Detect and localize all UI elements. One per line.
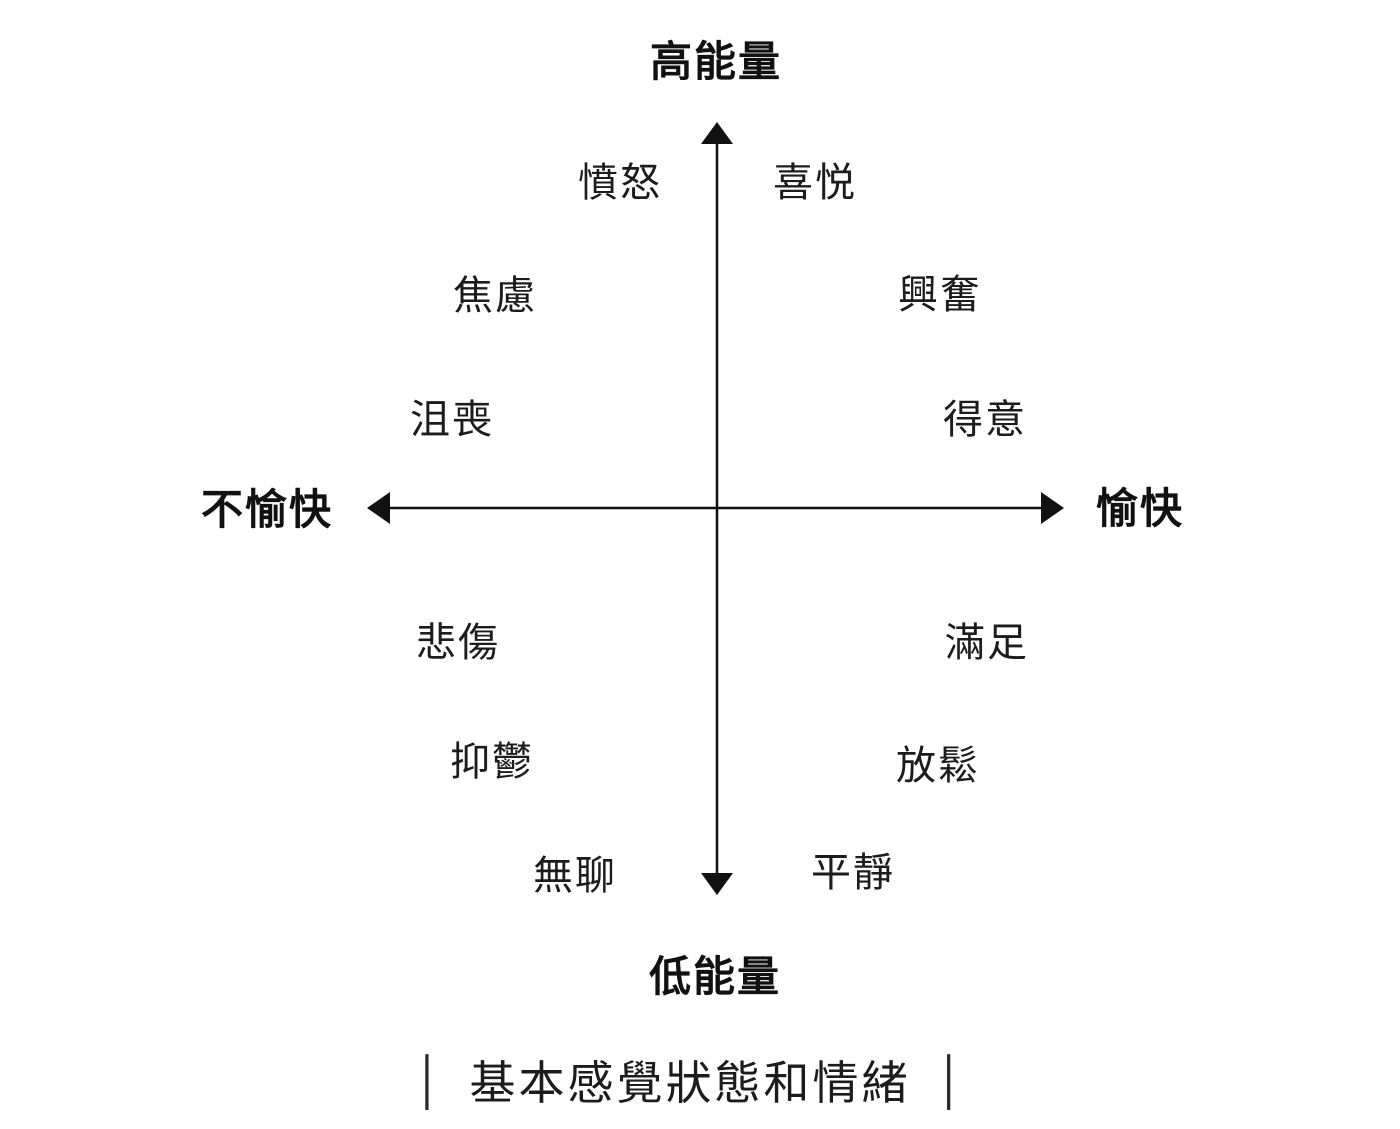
axis-label-pleasant: 愉快 (1095, 485, 1185, 532)
emotion-relaxation: 放鬆 (896, 744, 980, 788)
emotion-sadness: 悲傷 (416, 621, 500, 665)
emotion-depression: 抑鬱 (450, 740, 534, 784)
emotion-calm: 平靜 (811, 851, 895, 895)
axis-label-low-energy: 低能量 (648, 953, 782, 1000)
emotion-pride: 得意 (943, 398, 1027, 442)
arrowhead-right-icon (1041, 492, 1064, 524)
caption-delimiter-right: │ (936, 1054, 966, 1106)
emotion-frustration: 沮喪 (410, 398, 494, 442)
figure-caption: │ 基本感覺狀態和情緒 │ (415, 1047, 966, 1113)
emotion-contentment: 滿足 (945, 621, 1029, 665)
caption-text: 基本感覺狀態和情緒 (469, 1057, 911, 1109)
axis-label-unpleasant: 不愉快 (200, 486, 334, 533)
axis-label-high-energy: 高能量 (649, 38, 783, 85)
arrowhead-down-icon (701, 873, 733, 895)
emotion-joy: 喜悦 (773, 161, 857, 205)
emotion-anxiety: 焦慮 (453, 274, 537, 318)
emotion-anger: 憤怒 (578, 161, 662, 205)
arrowhead-up-icon (701, 122, 733, 144)
emotion-boredom: 無聊 (533, 854, 617, 898)
arrowhead-left-icon (367, 492, 390, 524)
emotion-excitement: 興奮 (898, 273, 982, 317)
caption-delimiter-left: │ (414, 1054, 444, 1106)
